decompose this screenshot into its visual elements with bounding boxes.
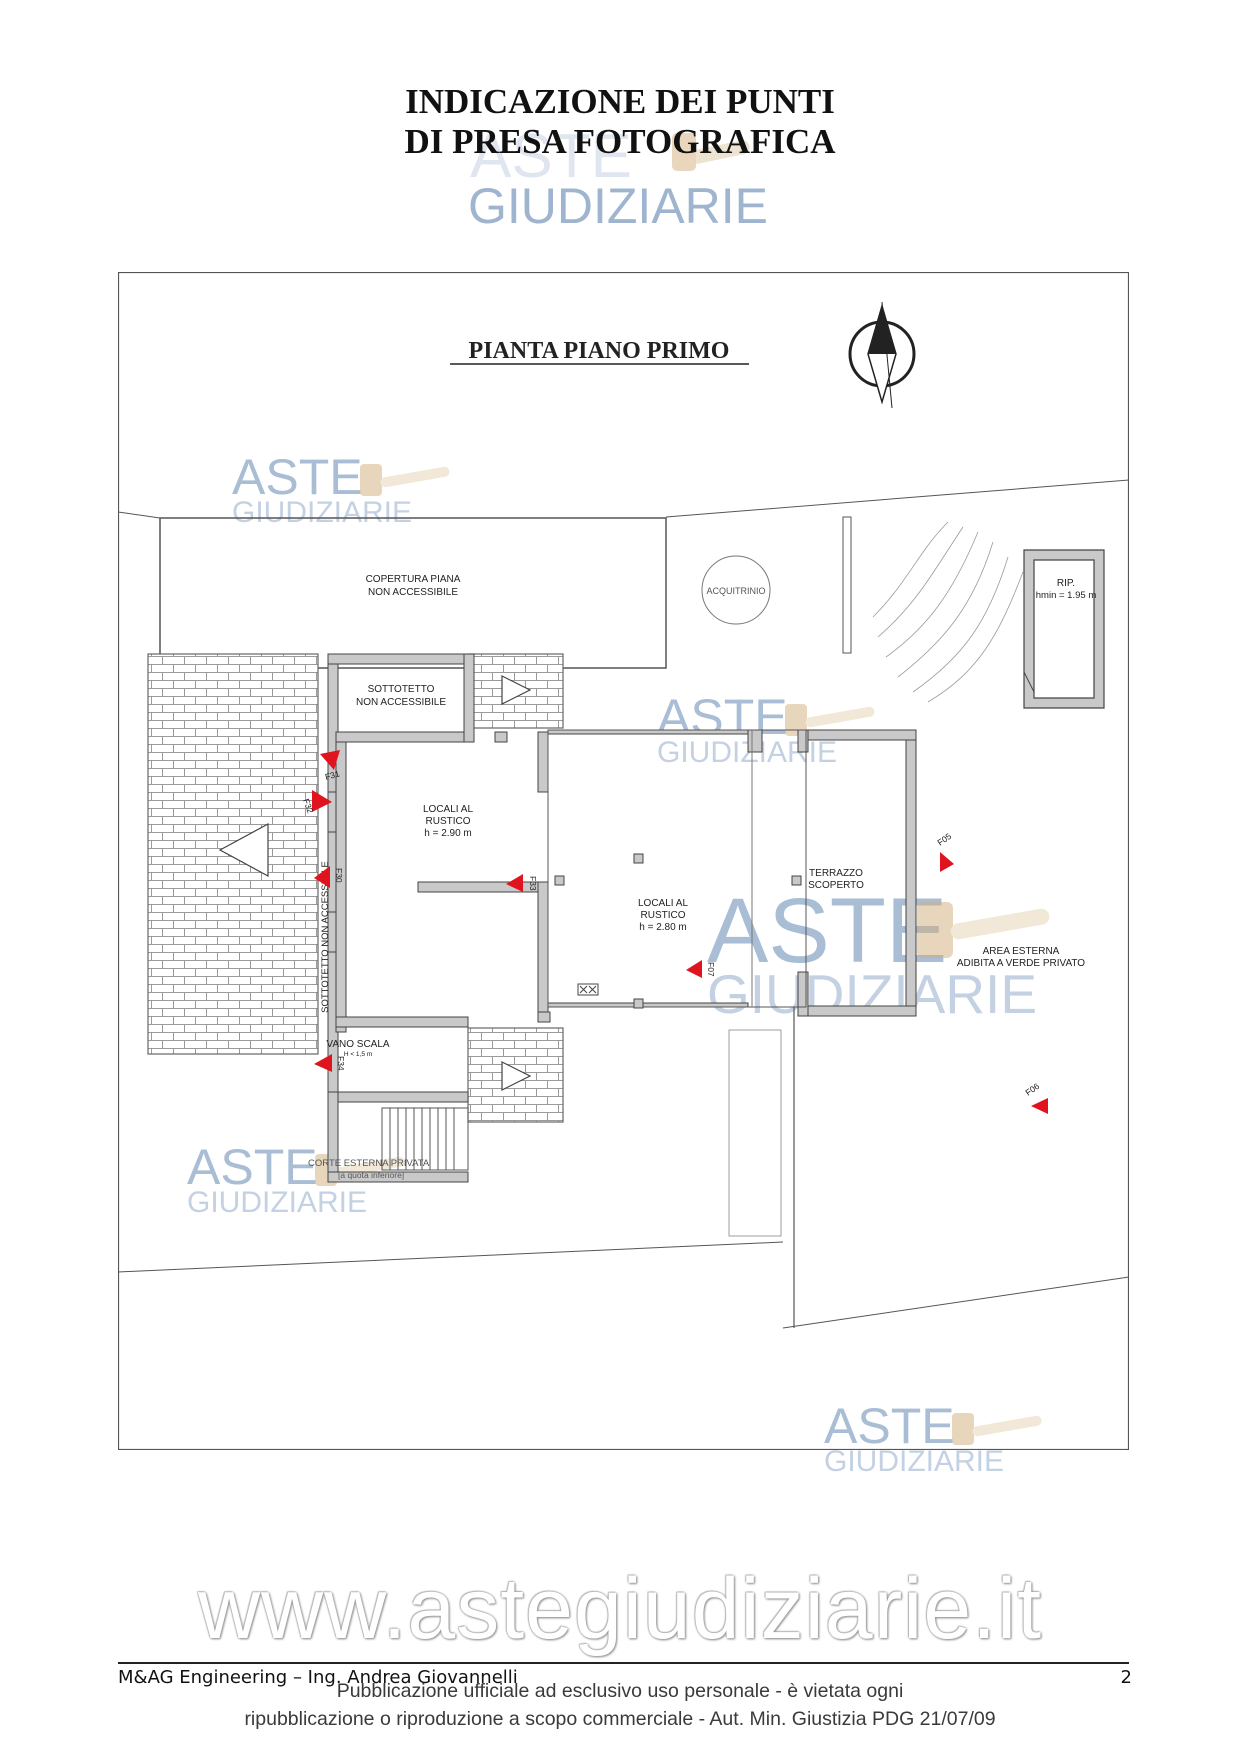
roof-slope-arrow-icon (218, 822, 269, 878)
watermark-giudiziarie-text: GIUDIZIARIE (824, 1445, 1004, 1477)
locali-1-label-2: RUSTICO (426, 816, 471, 827)
locali-rustico-2-outline (547, 729, 807, 1008)
rip-label-2: hmin = 1.95 m (1036, 590, 1097, 601)
sottotetto-label-1: SOTTOTETTO (368, 684, 435, 695)
footer-rule (118, 1662, 1129, 1664)
locali-1-label-3: h = 2.90 m (424, 828, 472, 839)
plan-frame (118, 272, 1129, 1450)
boundary-wall (842, 516, 852, 654)
sottotetto-vertical-label: SOTTOTETTO NON ACCESSIBILE (320, 861, 331, 1013)
locali-2-label-1: LOCALI AL (638, 898, 688, 909)
area-esterna-label-2: ADIBITA A VERDE PRIVATO (957, 958, 1085, 969)
floor-plan: PIANTA PIANO PRIMO COPERTURA PIANA NON A… (118, 272, 1129, 1450)
photo-marker-f06: F06 (1023, 1081, 1048, 1114)
roof-slope-arrow-icon (501, 1061, 532, 1091)
copertura-piana-area (159, 517, 667, 669)
north-arrow-icon (848, 301, 916, 409)
pillars (554, 853, 802, 1009)
roof-slope-arrow-icon (501, 675, 532, 705)
watermark-aste-text: ASTE (657, 689, 788, 745)
photo-marker-f34: F34 (314, 1054, 346, 1072)
document-title: INDICAZIONE DEI PUNTI DI PRESA FOTOGRAFI… (0, 82, 1240, 162)
area-esterna-label-1: AREA ESTERNA (983, 946, 1060, 957)
photo-marker-f31: F31 (320, 750, 341, 782)
publication-notice-line-2: ripubblicazione o riproduzione a scopo c… (244, 1708, 996, 1730)
photo-marker-f30: F30 (314, 866, 344, 888)
svg-text:F31: F31 (324, 768, 341, 782)
plan-heading: PIANTA PIANO PRIMO (469, 338, 730, 364)
locali-2-label-3: h = 2.80 m (639, 922, 687, 933)
watermark-4: ASTE GIUDIZIARIE (187, 1139, 405, 1218)
svg-text:F06: F06 (1023, 1081, 1041, 1098)
photo-marker-f07: F07 (686, 960, 716, 978)
page-number: 2 (1120, 1667, 1132, 1688)
locali-2-label-2: RUSTICO (641, 910, 686, 921)
photo-marker-f33: F33 (506, 874, 538, 892)
copertura-label-1: COPERTURA PIANA (366, 574, 461, 585)
watermark-giudiziarie-text: GIUDIZIARIE (187, 1186, 367, 1218)
gavel-icon (785, 704, 875, 736)
svg-text:F32: F32 (301, 797, 315, 814)
corte-esterna-label-1: CORTE ESTERNA PRIVATA (308, 1158, 430, 1169)
parking-outline (728, 1029, 782, 1237)
ripostiglio (1023, 549, 1105, 709)
svg-text:F33: F33 (528, 876, 538, 891)
svg-text:F30: F30 (334, 868, 344, 883)
watermark-1: ASTE GIUDIZIARIE (232, 449, 450, 528)
locali-1-label-1: LOCALI AL (423, 804, 473, 815)
watermark-5: ASTE GIUDIZIARIE (824, 1398, 1042, 1477)
watermark-giudiziarie-text: GIUDIZIARIE (468, 178, 768, 234)
gavel-icon (360, 464, 450, 496)
watermark-aste-text: ASTE (470, 122, 632, 191)
building-walls (327, 653, 917, 1183)
watermark-aste-text: ASTE (187, 1139, 318, 1195)
watermark-giudiziarie-text: GIUDIZIARIE (232, 496, 412, 528)
svg-text:F07: F07 (706, 962, 716, 977)
gavel-icon (917, 902, 1050, 958)
chimney-icon (577, 983, 599, 996)
gavel-icon (952, 1413, 1042, 1445)
corte-esterna-label-2: [a quota inferiore] (338, 1170, 404, 1180)
photo-marker-f05: F05 (935, 831, 954, 872)
terrain-lines (872, 521, 1024, 703)
site-boundary-lower (782, 1276, 1129, 1329)
svg-text:F34: F34 (336, 1056, 346, 1071)
vano-scala-label-2: H < 1,5 m (344, 1051, 372, 1058)
site-boundary-top (118, 479, 1129, 519)
gavel-icon (672, 133, 750, 171)
rip-label-1: RIP. (1057, 578, 1075, 589)
terrazzo-label-1: TERRAZZO (809, 868, 863, 879)
document-title-line-2: DI PRESA FOTOGRAFICA (404, 122, 836, 161)
staircase (381, 1107, 469, 1171)
watermark-aste-text: ASTE (232, 449, 363, 505)
sottotetto-label-2: NON ACCESSIBILE (356, 697, 446, 708)
document-title-line-1: INDICAZIONE DEI PUNTI (405, 82, 835, 121)
watermark-top: ASTE GIUDIZIARIE (468, 122, 768, 234)
watermark-aste-text: ASTE (824, 1398, 955, 1454)
footer-author: M&AG Engineering – Ing. Andrea Giovannel… (118, 1667, 518, 1688)
photo-marker-f32: F32 (301, 790, 332, 815)
watermark-url: www.astegiudiziarie.it (197, 1561, 1043, 1657)
svg-text:F05: F05 (935, 831, 953, 848)
publication-notice-line-1: Pubblicazione ufficiale ad esclusivo uso… (336, 1680, 904, 1702)
terrazzo-label-2: SCOPERTO (808, 880, 864, 891)
acquitrinio-circle (701, 555, 771, 625)
site-boundary-bottom (118, 1241, 784, 1273)
acquitrinio-label: ACQUITRINIO (706, 586, 765, 596)
copertura-label-2: NON ACCESSIBILE (368, 587, 458, 598)
vano-scala-label-1: VANO SCALA (326, 1039, 389, 1050)
